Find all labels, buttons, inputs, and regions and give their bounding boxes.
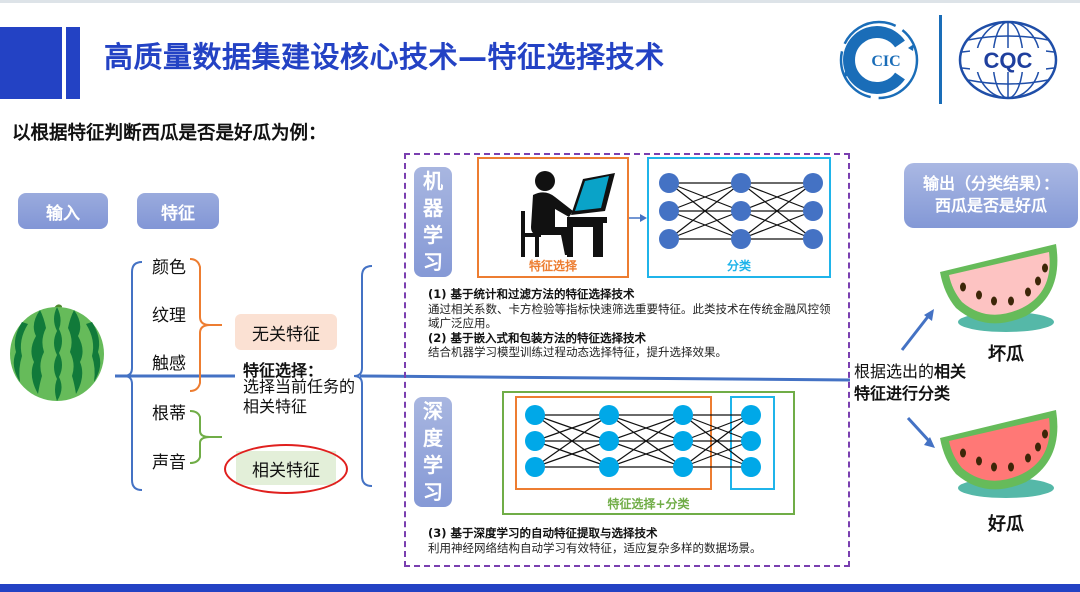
logo-divider [939,15,942,104]
output-title-line1: 输出（分类结果）： [922,174,1059,193]
good-melon-label: 好瓜 [988,514,1024,535]
neural-network-icon [659,173,823,249]
method-1-heading: (1) 基于统计和过滤方法的特征选择技术 [428,287,635,301]
classify-text-normal: 根据选出的 [854,362,935,381]
method-3-heading: (3) 基于深度学习的自动特征提取与选择技术 [428,526,658,540]
ml-char-3: 学 [423,223,443,247]
svg-text:CIC: CIC [871,53,900,70]
machine-learning-label: 机 器 学 习 [414,167,452,277]
dl-combined-box [502,391,795,515]
person-at-computer-icon [521,171,615,257]
ml-feature-selection-label: 特征选择 [528,259,577,273]
relevant-highlight-oval [224,444,348,494]
feature-sound: 声音 [152,453,186,473]
dl-char-4: 习 [423,480,443,504]
svg-text:CQC: CQC [984,48,1033,73]
page-title: 高质量数据集建设核心技术—特征选择技术 [104,40,665,74]
cic-logo-icon: CIC [839,20,919,100]
methods-frame [404,153,850,567]
dl-classification-box [730,396,775,490]
selection-description: 选择当前任务的相关特征 [243,377,356,416]
bad-watermelon-icon [940,244,1058,332]
output-title-line2: 西瓜是否是好瓜 [934,196,1047,215]
title-accent-bar [66,27,80,99]
page-subtitle: 以根据特征判断西瓜是否是好瓜为例： [12,123,327,144]
ml-feature-selection-box: 特征选择 [477,157,629,278]
deep-learning-label: 深 度 学 习 [414,397,452,507]
ml-char-2: 器 [423,196,443,220]
irrelevant-features-box: 无关特征 [235,314,337,350]
bad-melon-label: 坏瓜 [988,344,1024,365]
ml-classification-box: 分类 [647,157,831,278]
ml-char-1: 机 [423,169,443,193]
dl-combined-label: 特征选择+分类 [607,497,690,511]
selection-title: 特征选择： [243,361,324,380]
input-header: 输入 [18,193,108,229]
feature-touch: 触感 [152,354,186,374]
feature-stem: 根蒂 [152,404,186,424]
classify-text: 根据选出的相关 特征进行分类 [854,361,966,405]
classify-text-bold2: 特征进行分类 [854,384,951,403]
method-2-heading: (2) 基于嵌入式和包装方法的特征选择技术 [428,330,647,345]
method-descriptions-dl: (3) 基于深度学习的自动特征提取与选择技术 利用神经网络结构自动学习有效特征，… [428,526,840,555]
method-3-body: 利用神经网络结构自动学习有效特征，适应复杂多样的数据场景。 [428,540,762,555]
good-watermelon-icon [940,410,1058,498]
dl-char-2: 度 [423,426,443,450]
method-2-body: 结合机器学习模型训练过程动态选择特征，提升选择效果。 [428,345,727,359]
dl-char-3: 学 [423,453,443,477]
features-header: 特征 [137,193,219,229]
watermelon-icon [10,304,104,401]
dl-char-1: 深 [423,399,443,423]
feature-texture: 纹理 [152,306,186,326]
title-accent-block [0,27,62,99]
dl-feature-selection-box [515,396,712,490]
footer-bar [0,584,1080,592]
arrow-right-icon [629,214,647,222]
method-descriptions-ml: (1) 基于统计和过滤方法的特征选择技术 通过相关系数、卡方检验等指标快速筛选重… [428,287,840,360]
ml-classification-label: 分类 [726,259,751,273]
ml-char-4: 习 [423,250,443,274]
top-border [0,0,1080,3]
deep-neural-network-icon [525,405,761,477]
feature-color: 颜色 [152,258,186,278]
cqc-logo-icon: CQC [958,20,1058,100]
classify-text-bold1: 相关 [934,362,967,381]
output-header: 输出（分类结果）： 西瓜是否是好瓜 [904,163,1078,228]
method-1-body: 通过相关系数、卡方检验等指标快速筛选重要特征。此类技术在传统金融风控领域广泛应用… [428,301,831,331]
